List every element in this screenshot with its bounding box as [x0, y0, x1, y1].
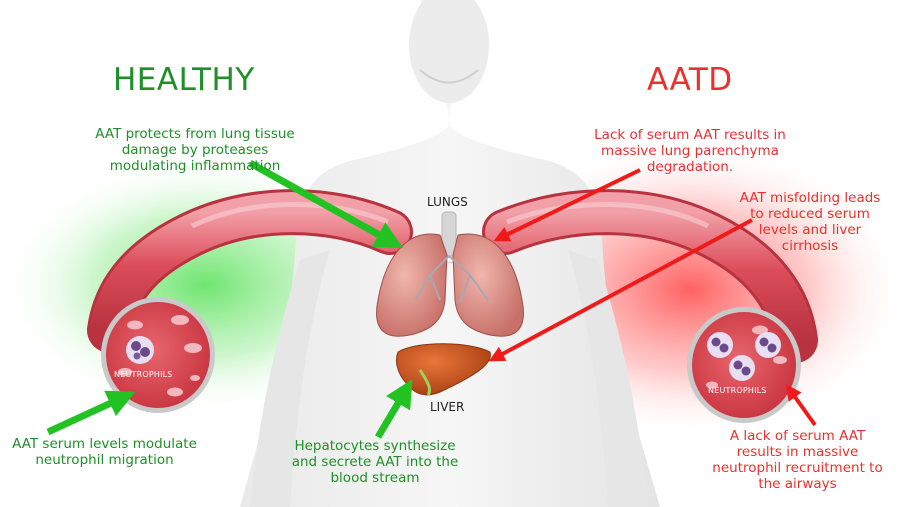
healthy-vessel-cross-section [101, 297, 215, 413]
aatd-vessel-cross-section [687, 307, 801, 423]
note-lung-degradation: Lack of serum AAT results in massive lun… [575, 127, 805, 175]
neutrophil [729, 355, 755, 381]
liver-label: LIVER [430, 400, 464, 414]
neutrophils-label-healthy: NEUTROPHILS [114, 370, 173, 379]
note-aat-misfolding: AAT misfolding leads to reduced serum le… [730, 190, 890, 254]
neutrophils-label-aatd: NEUTROPHILS [708, 386, 767, 395]
neutrophil [707, 332, 733, 358]
neutrophil [755, 332, 781, 358]
note-neutrophil-migration: AAT serum levels modulate neutrophil mig… [2, 436, 207, 468]
note-hepatocytes: Hepatocytes synthesize and secrete AAT i… [275, 438, 475, 486]
arrow-green [48, 397, 124, 432]
aatd-title: AATD [647, 62, 733, 98]
lungs-label: LUNGS [427, 195, 468, 209]
note-neutrophil-recruitment: A lack of serum AAT results in massive n… [700, 428, 895, 492]
note-aat-protection: AAT protects from lung tissue damage by … [70, 126, 320, 174]
neutrophil [126, 336, 154, 364]
healthy-title: HEALTHY [113, 62, 255, 98]
